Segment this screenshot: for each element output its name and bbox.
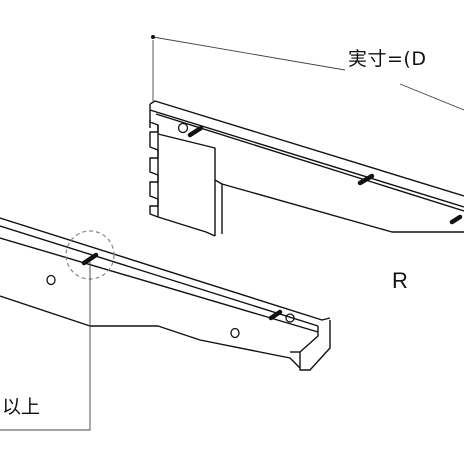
note-leader xyxy=(0,262,91,431)
bracket-right xyxy=(149,100,464,237)
note-label: 以上 xyxy=(2,396,41,418)
dimension-label: 実寸=(D xyxy=(348,48,427,70)
bracket-left xyxy=(0,217,331,371)
bracket-left-holes xyxy=(46,274,295,339)
bracket-right-slots xyxy=(187,125,463,225)
bracket-left-slots xyxy=(81,252,283,321)
dimension-origin-dot xyxy=(151,35,155,39)
bracket-right-hole xyxy=(177,122,189,134)
side-label: R xyxy=(392,268,408,293)
dimension-leader xyxy=(152,36,464,111)
